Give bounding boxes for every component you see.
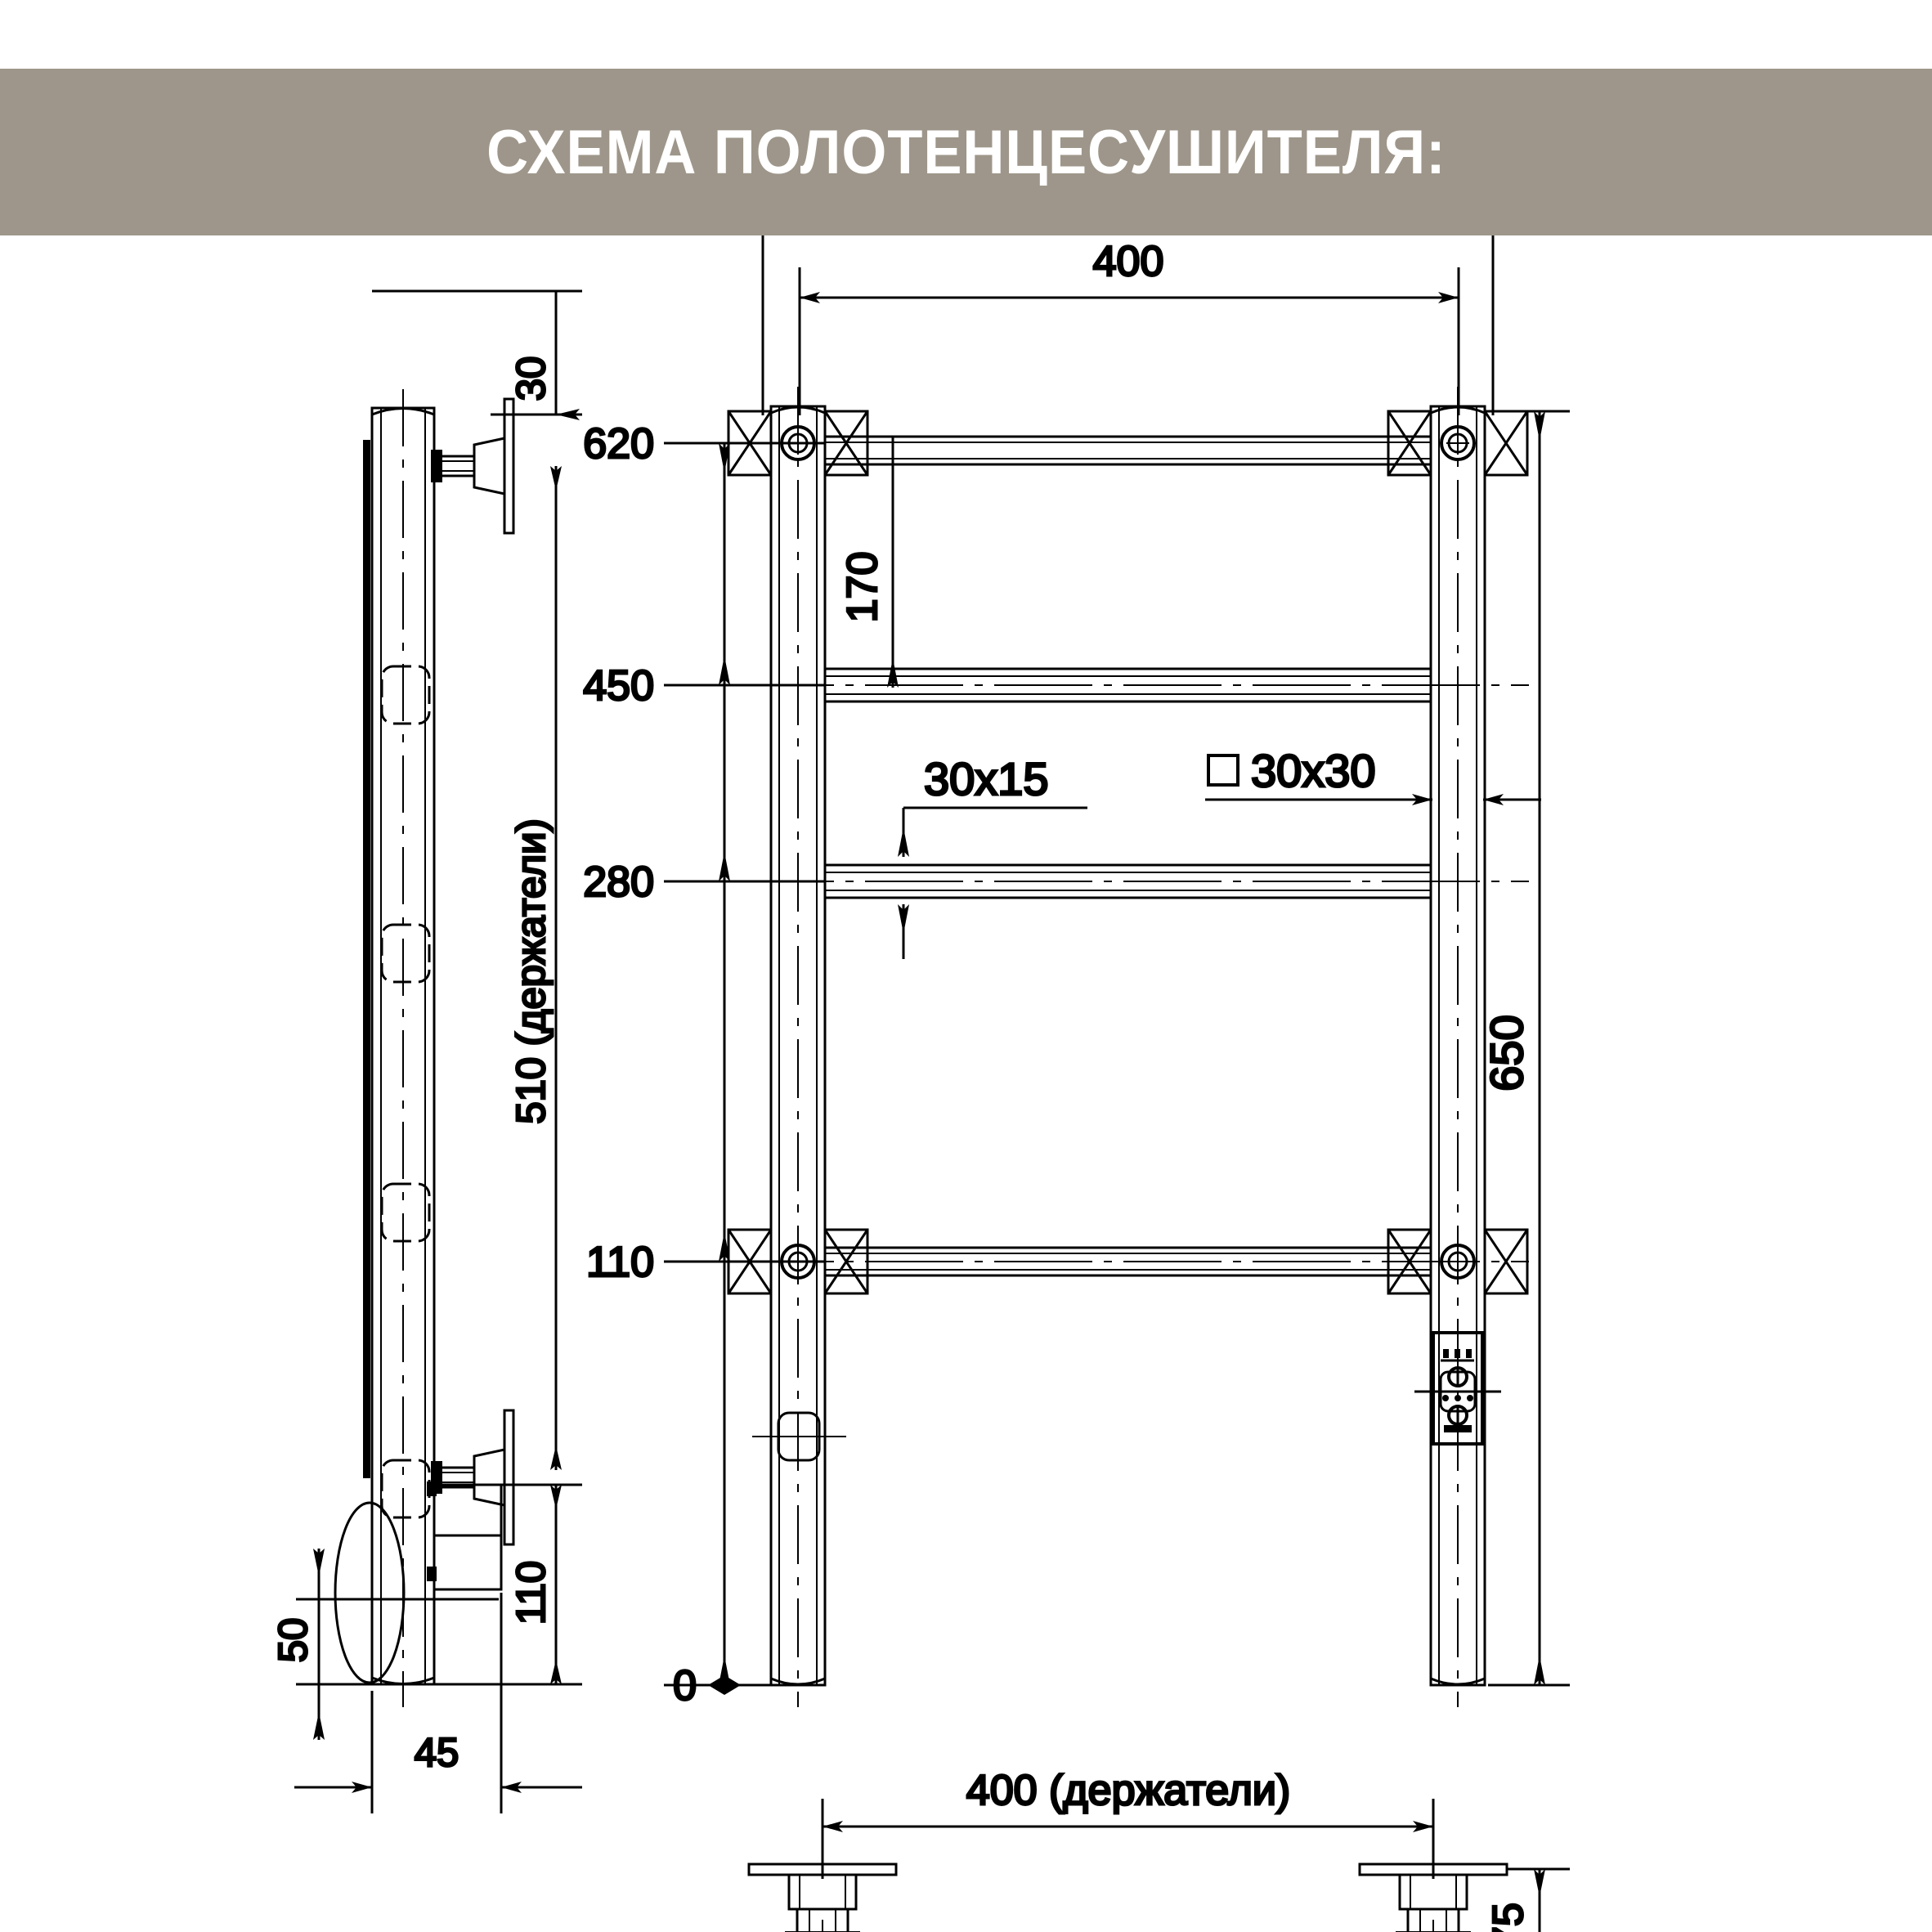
header-band: СХЕМА ПОЛОТЕНЦЕСУШИТЕЛЯ:: [0, 69, 1932, 235]
plan-right-cone-inner: [1410, 1874, 1457, 1910]
dim-650-arrow-top: [1534, 411, 1545, 441]
dim-650-label: 650: [1481, 1015, 1532, 1091]
dim-400-holders-label: 400 (держатели): [966, 1767, 1290, 1814]
bracket-top-cone: [473, 437, 506, 495]
front-elevation-view: [727, 387, 1529, 1707]
side-rail-mark-3: [380, 1182, 431, 1243]
dim-620-label: 620: [583, 420, 654, 468]
dim-170-group: 170: [838, 437, 899, 688]
dim-75-label: 75: [1485, 1903, 1532, 1932]
dim-170-arrow: [887, 658, 899, 688]
callout-30x15-arrow-up: [898, 827, 909, 857]
side-post-edge-strip: [363, 440, 370, 1478]
dim-50-label: 50: [271, 1618, 316, 1663]
dim-170-label: 170: [839, 552, 886, 623]
dim-0-label: 0: [673, 1662, 697, 1710]
front-control-panel: [1414, 1331, 1501, 1446]
dim-30-group: 30: [372, 289, 582, 420]
dim-110-side-arrow-top: [550, 1485, 562, 1509]
profile-30x30-group: 30x30: [1205, 744, 1541, 805]
dim-45-group: 45: [294, 1593, 582, 1813]
dim-280-label: 280: [583, 858, 654, 906]
control-indicator-2: [1455, 1349, 1460, 1358]
front-rail-110: [736, 1246, 1529, 1277]
dim-50-group: 50: [271, 1549, 499, 1740]
dim-400-label: 400: [1093, 238, 1164, 285]
technical-drawing: 30 510 (держатели) 110: [271, 235, 1570, 1932]
dim-450-label: 450: [583, 662, 654, 710]
side-rail-mark-2: [380, 923, 431, 984]
dim-50-arrow-bottom: [313, 1712, 325, 1740]
dim-110-side-label: 110: [509, 1561, 554, 1625]
dim-75-group: 75: [1484, 1867, 1570, 1932]
dim-510-arrow-bottom: [550, 1446, 562, 1470]
control-dot-1: [1442, 1395, 1449, 1401]
side-rail-mark-1: [380, 665, 431, 725]
control-indicator-1: [1443, 1349, 1449, 1358]
profile-30x30-label: 30x30: [1251, 745, 1376, 796]
plan-left-cone-inner: [799, 1874, 846, 1910]
bracket-top-collar: [431, 450, 442, 482]
dim-430-group: 430: [761, 235, 1495, 415]
front-right-post-bottom-cap: [1430, 1677, 1486, 1686]
dim-75-arrow-top: [1534, 1869, 1545, 1897]
dim-400-holders-group: 400 (держатели): [821, 1766, 1435, 1879]
dim-510-arrow-top: [550, 466, 562, 491]
dim-620-arrow-bottom: [719, 656, 730, 685]
callout-30x15-arrow-down: [898, 904, 909, 934]
front-rail-620: [823, 435, 1432, 466]
square-symbol-icon: [1207, 754, 1239, 787]
bracket-top-flange: [503, 397, 515, 535]
dim-50-arrow-top: [313, 1549, 325, 1576]
front-rail-450: [736, 667, 1529, 703]
dim-510-label: 510 (держатели): [509, 818, 554, 1124]
profile-30x15-group: 30x15: [898, 752, 1087, 959]
control-indicator-3: [1466, 1349, 1472, 1358]
side-wall-bracket-top: [431, 397, 515, 535]
dim-45-label: 45: [415, 1731, 459, 1775]
dim-400-group: 400: [798, 237, 1460, 415]
front-rail-280: [736, 863, 1529, 899]
side-elevation-view: [334, 389, 515, 1707]
side-flange-ellipse: [334, 1501, 406, 1684]
dim-110-side-group: 110: [311, 1483, 582, 1686]
profile-30x15-label: 30x15: [924, 753, 1049, 805]
dim-30-label: 30: [509, 356, 554, 401]
dim-650-group: 650: [1480, 410, 1570, 1687]
dim-110-side-arrow-bottom: [550, 1660, 562, 1684]
control-dot-2: [1455, 1395, 1461, 1401]
dim-450-arrow-bottom: [719, 852, 730, 881]
front-ordinate-dims: 620 450 280 110 0: [582, 419, 826, 1711]
dim-650-arrow-bottom: [1534, 1656, 1545, 1685]
bracket-bottom-cone: [473, 1448, 506, 1507]
control-dot-3: [1467, 1395, 1473, 1401]
dim-110-front-label: 110: [586, 1239, 654, 1286]
page-title: СХЕМА ПОЛОТЕНЦЕСУШИТЕЛЯ:: [486, 117, 1446, 187]
bottom-plan-view: [747, 1863, 1508, 1932]
side-rail-mark-4: [380, 1459, 431, 1519]
dim-510-group: 510 (держатели): [509, 466, 562, 1470]
dim-620-arrow-top: [719, 443, 730, 473]
side-control-box: [427, 1481, 503, 1591]
datum-diamond: [708, 1675, 741, 1695]
bracket-bottom-flange: [503, 1409, 515, 1546]
dim-280-arrow-bottom: [719, 1232, 730, 1262]
control-display: [1444, 1425, 1472, 1432]
